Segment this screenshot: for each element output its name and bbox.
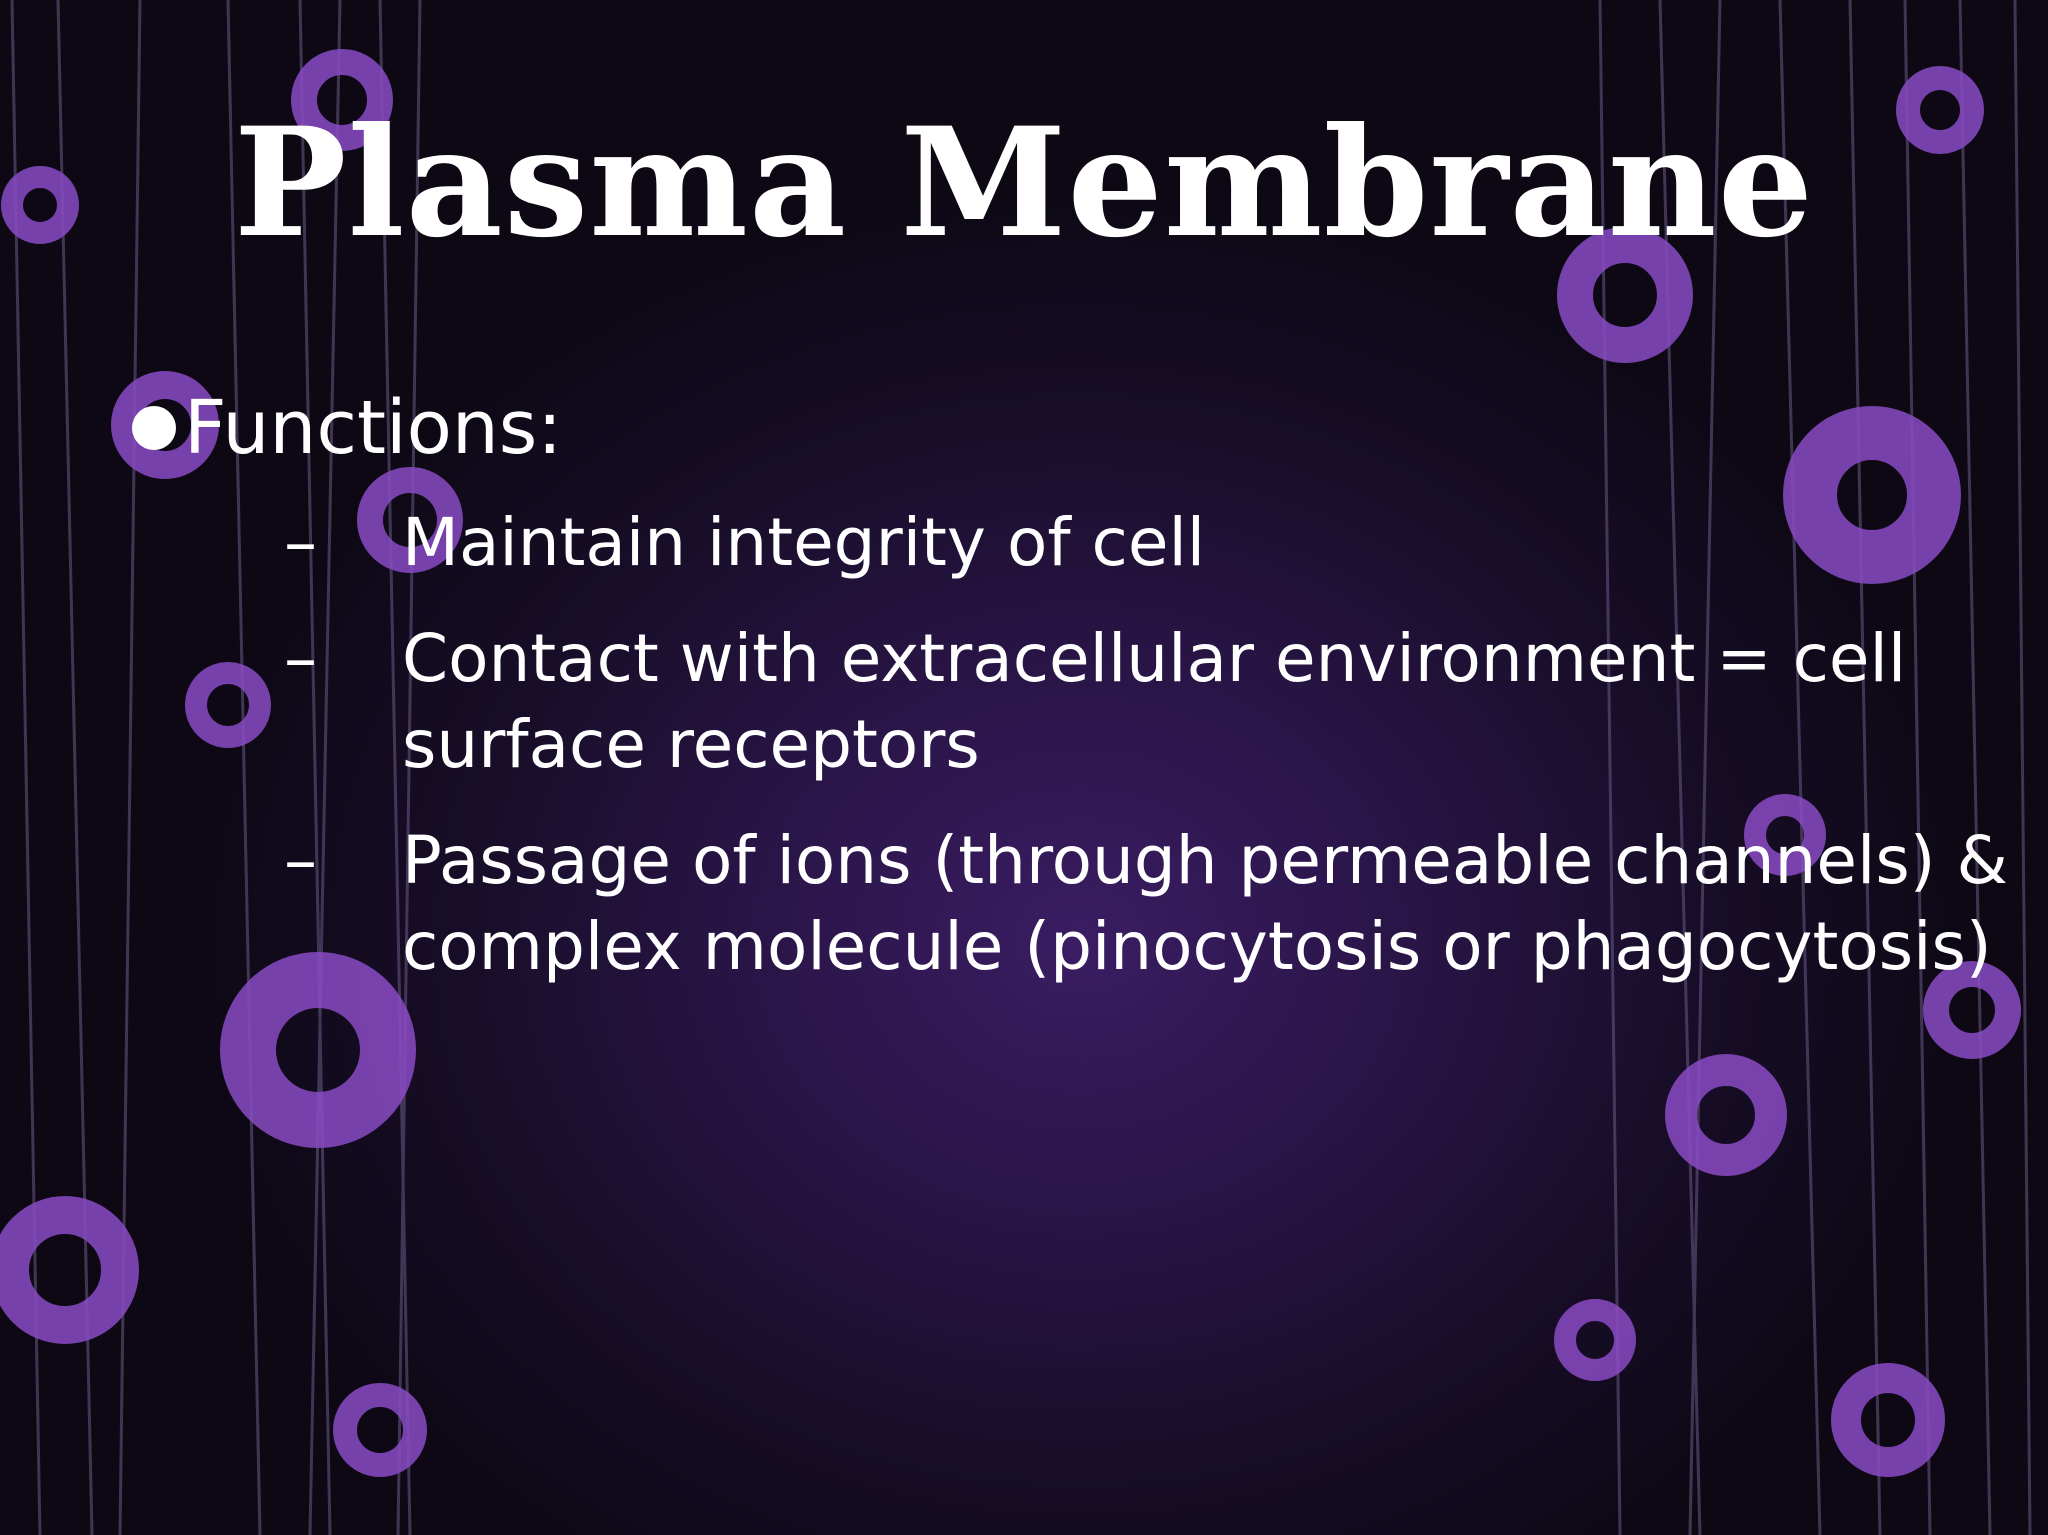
slide-content: Functions: – Maintain integrity of cell …	[132, 384, 2008, 1020]
sub-bullet-item: – Maintain integrity of cell	[132, 500, 2048, 586]
sub-bullet-item: – Passage of ions (through permeable cha…	[132, 818, 2048, 990]
dash-icon: –	[284, 822, 317, 899]
bullet-dot-icon	[132, 406, 176, 450]
sub-bullet-text: Contact with extracellular environment =…	[402, 620, 1907, 783]
bullet-functions: Functions:	[132, 384, 1932, 472]
slide-title: Plasma Membrane	[233, 95, 1815, 271]
sub-bullet-list: – Maintain integrity of cell – Contact w…	[132, 500, 2008, 990]
dash-icon: –	[284, 504, 317, 581]
dash-icon: –	[284, 620, 317, 697]
sub-bullet-item: – Contact with extracellular environment…	[132, 616, 2048, 788]
sub-bullet-text: Passage of ions (through permeable chann…	[402, 822, 2008, 985]
sub-bullet-text: Maintain integrity of cell	[402, 504, 1206, 581]
bullet-label: Functions:	[184, 385, 563, 471]
